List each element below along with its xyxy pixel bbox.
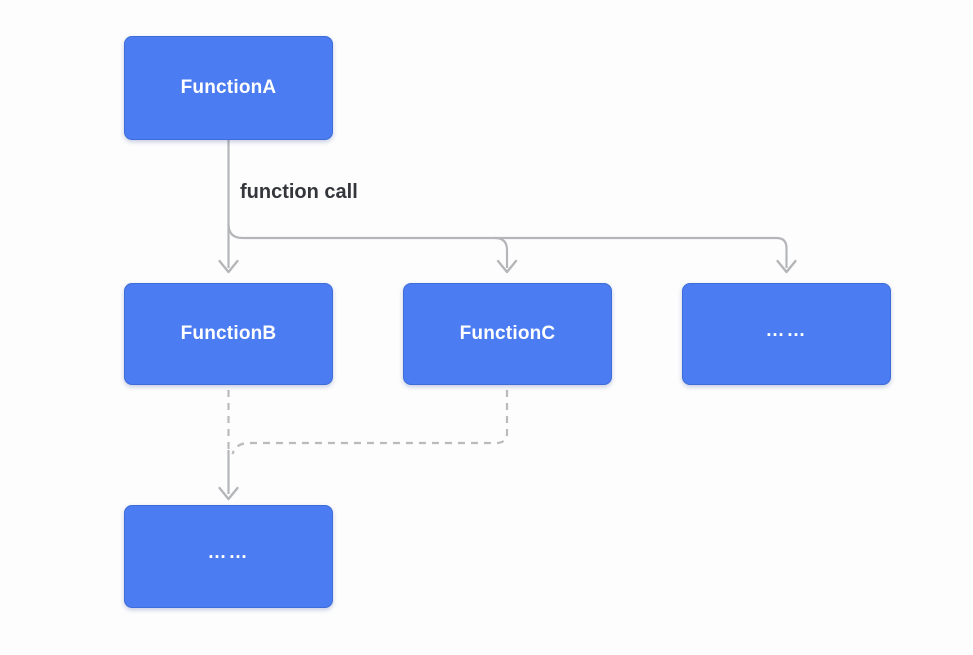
node-function-b-label: FunctionB — [180, 323, 277, 344]
node-function-c-label: FunctionC — [459, 323, 556, 344]
node-more-nested: …… — [124, 505, 333, 608]
edge-a-to-more-arrowhead-icon — [776, 259, 797, 274]
node-function-a: FunctionA — [124, 36, 333, 140]
node-function-b: FunctionB — [124, 283, 333, 385]
edge-a-to-c-arrowhead-icon — [496, 259, 518, 274]
node-function-a-label: FunctionA — [180, 77, 277, 98]
edge-a-branch-bus-line — [227, 223, 788, 268]
node-more-callees-label: …… — [765, 319, 808, 341]
node-more-callees: …… — [682, 283, 891, 385]
edge-a-to-b-arrowhead-icon — [218, 259, 239, 274]
node-more-nested-label: …… — [207, 542, 250, 563]
edge-label-function-call: function call — [240, 181, 358, 203]
edge-c-to-nested-dashed-line — [231, 390, 509, 455]
node-function-c: FunctionC — [403, 283, 612, 385]
edge-a-to-c-drop-line — [494, 236, 509, 268]
edge-merged-to-nested-arrowhead-icon — [218, 486, 239, 501]
